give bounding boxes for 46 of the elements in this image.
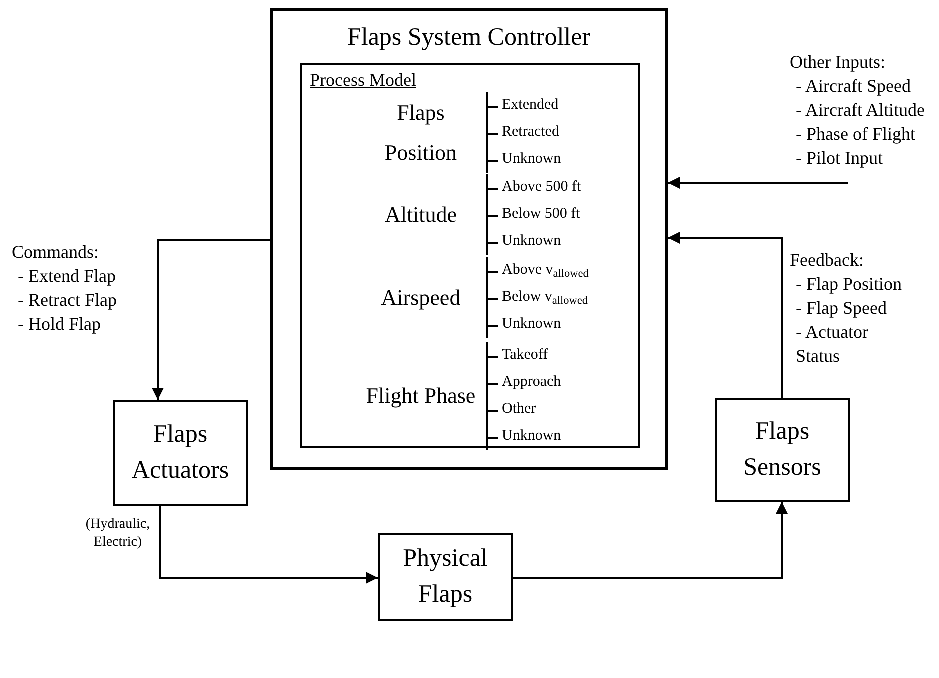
state-option: Extended [488,92,562,119]
arrow [152,239,270,400]
state-option: Below v$_{allowed}$ [488,284,589,311]
list-heading: Other Inputs: [790,51,886,74]
node-note: (Hydraulic, Electric) [84,516,152,552]
list-item: - Phase of Flight [795,123,916,146]
node-label: Physical Flaps [402,544,489,610]
process-model-box [300,63,640,448]
state-option: Retracted [488,119,562,146]
state-option: Above v$_{allowed}$ [488,257,589,284]
variable-name: Flight Phase [365,382,477,410]
state-option: Unknown [488,311,589,338]
state-option: Unknown [488,146,562,173]
node-title: Flaps System Controller [346,23,592,53]
variable-name: Flaps Position [384,98,458,166]
physical-flaps-box [378,533,513,621]
list-item: - Retract Flap [17,289,117,312]
state-option: Takeoff [488,342,562,369]
state-option: Other [488,396,562,423]
list-item: - Aircraft Speed [795,75,912,98]
list-item: - Flap Position [795,273,904,296]
state-option: Unknown [488,228,582,255]
list-item: - Extend Flap [17,265,117,288]
list-item: - Hold Flap [17,313,102,336]
arrow [668,232,783,398]
variable-name: Airspeed [380,284,462,312]
list-item: - Actuator Status [795,321,870,368]
arrow [513,502,788,579]
list-item: - Aircraft Altitude [795,99,925,122]
arrow [668,177,848,189]
list-item: - Pilot Input [795,147,884,170]
node-label: Flaps Sensors [742,417,822,483]
state-option: Below 500 ft [488,201,582,228]
controller-box [270,8,668,470]
list-heading: Commands: [12,241,100,264]
node-label: Flaps Actuators [130,420,230,486]
variable-name: Altitude [384,200,458,228]
list-heading: Feedback: [790,249,865,272]
list-item: - Flap Speed [795,297,888,320]
arrow [159,506,378,584]
state-option: Approach [488,369,562,396]
panel-heading: Process Model [310,69,416,92]
sensor-box [715,398,850,502]
state-option: Above 500 ft [488,174,582,201]
actuator-box [113,400,248,506]
state-option: Unknown [488,423,562,450]
